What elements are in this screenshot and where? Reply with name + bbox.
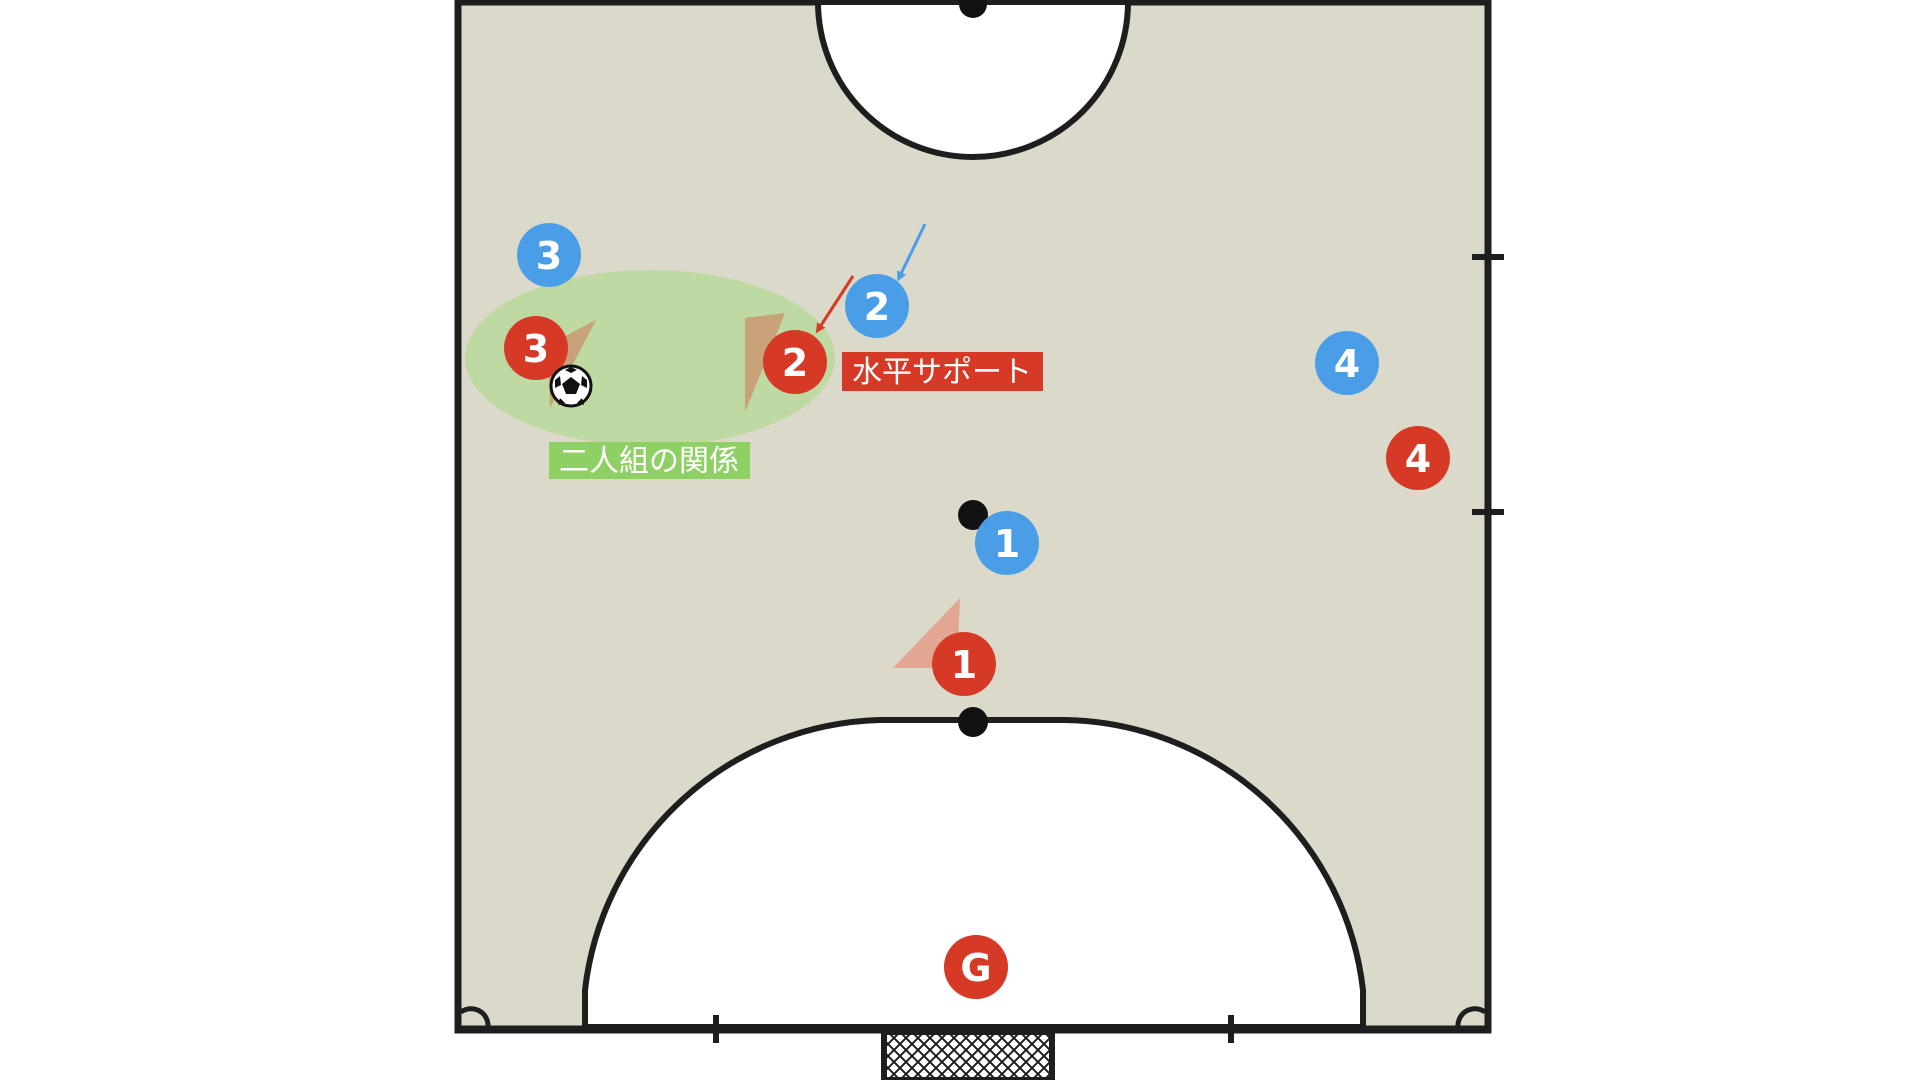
corner-arc-right bbox=[1455, 1006, 1487, 1028]
corner-arc-left bbox=[459, 1006, 491, 1028]
goal-net-icon bbox=[881, 1029, 1055, 1080]
second-penalty-spot bbox=[958, 500, 988, 530]
center-circle bbox=[814, 0, 1132, 160]
arrow-red-2 bbox=[815, 275, 855, 334]
player-number: 3 bbox=[523, 327, 549, 371]
player-red-1[interactable]: 1 bbox=[932, 632, 996, 696]
player-red-4[interactable]: 4 bbox=[1386, 426, 1450, 490]
penalty-spot bbox=[958, 707, 988, 737]
player-blue-3[interactable]: 3 bbox=[517, 223, 581, 287]
pair-relationship-label: 二人組の関係 bbox=[549, 442, 750, 479]
horizontal-support-text: 水平サポート bbox=[852, 355, 1032, 390]
penalty-area bbox=[582, 717, 1366, 1030]
center-spot bbox=[959, 0, 987, 18]
horizontal-support-label: 水平サポート bbox=[842, 352, 1043, 391]
player-number: 1 bbox=[994, 522, 1020, 566]
player-number: 4 bbox=[1405, 437, 1431, 481]
arrow-blue-2 bbox=[897, 223, 927, 282]
player-blue-2[interactable]: 2 bbox=[845, 274, 909, 338]
player-red-3[interactable]: 3 bbox=[504, 316, 568, 380]
player-number: 1 bbox=[951, 643, 977, 687]
player-number: G bbox=[960, 946, 991, 990]
player-red-2[interactable]: 2 bbox=[763, 330, 827, 394]
soccer-ball-icon[interactable] bbox=[549, 364, 593, 408]
player-blue-4[interactable]: 4 bbox=[1315, 331, 1379, 395]
player-number: 4 bbox=[1334, 342, 1360, 386]
player-blue-1[interactable]: 1 bbox=[975, 511, 1039, 575]
pair-relationship-text: 二人組の関係 bbox=[559, 444, 739, 479]
player-number: 2 bbox=[782, 341, 808, 385]
player-red-goalkeeper[interactable]: G bbox=[944, 935, 1008, 999]
player-number: 2 bbox=[864, 285, 890, 329]
player-number: 3 bbox=[536, 234, 562, 278]
